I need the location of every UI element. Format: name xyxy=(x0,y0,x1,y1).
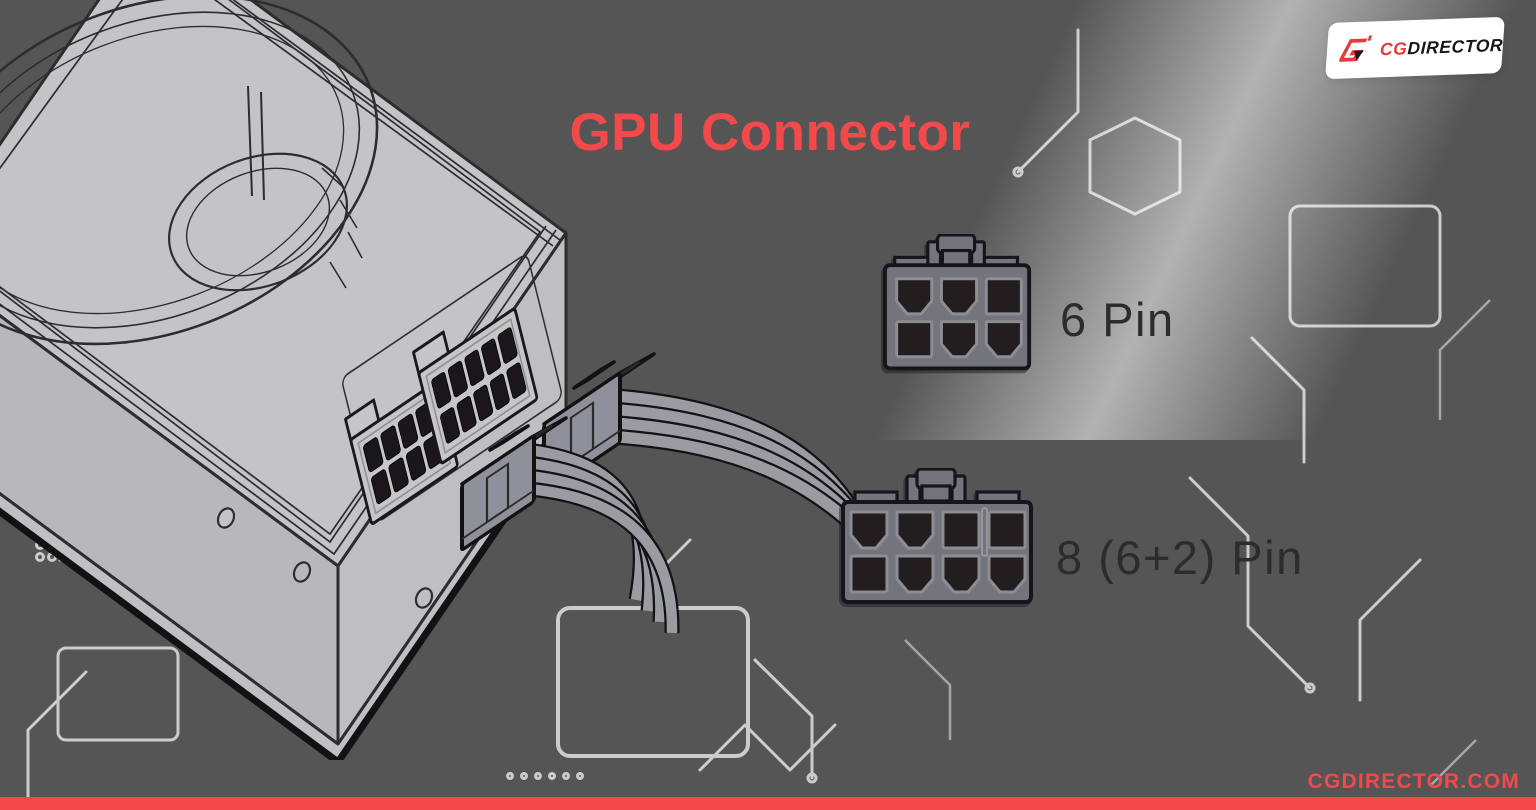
website-url: CGDIRECTOR.COM xyxy=(1307,770,1520,793)
gpu-cable-front xyxy=(527,442,680,634)
connector-body xyxy=(841,500,1033,604)
footer-accent-bar xyxy=(0,797,1536,810)
pin-hole-square xyxy=(941,510,981,550)
label-8pin: 8 (6+2) Pin xyxy=(1056,531,1304,584)
pin-hole-square xyxy=(987,510,1027,550)
psu-fan xyxy=(0,0,379,346)
latch xyxy=(853,468,1021,505)
cgdirector-g-icon xyxy=(1338,35,1373,62)
pin-hole-chamfer xyxy=(940,320,978,359)
connector-diagram-8pin xyxy=(841,468,1035,610)
pin-hole-square xyxy=(849,554,889,594)
connector-diagram-6pin xyxy=(883,234,1035,376)
pin-hole-square xyxy=(984,277,1023,316)
logo-wordmark: CGDIRECTOR xyxy=(1379,34,1504,59)
pin-hole-chamfer xyxy=(849,510,889,550)
pin-grid xyxy=(849,510,1027,594)
pin-hole-chamfer xyxy=(940,277,978,316)
pin-hole-square xyxy=(895,320,934,359)
page-title: GPU Connector xyxy=(569,102,971,162)
pin-hole-chamfer xyxy=(895,554,935,594)
gpu-plug-front xyxy=(460,416,568,552)
latch xyxy=(893,234,1020,270)
label-6pin: 6 Pin xyxy=(1060,293,1175,346)
pin-grid xyxy=(895,277,1023,359)
pin-hole-chamfer xyxy=(941,554,981,594)
psu-socket-right xyxy=(412,307,539,465)
pin-hole-chamfer xyxy=(987,554,1027,594)
pin-hole-chamfer xyxy=(895,277,934,316)
psu-sockets xyxy=(342,255,562,525)
pin-hole-chamfer xyxy=(984,320,1023,359)
pin-hole-chamfer xyxy=(895,510,935,550)
cgdirector-logo: CGDIRECTOR xyxy=(1325,16,1505,80)
six-plus-two-split-line xyxy=(981,507,988,557)
